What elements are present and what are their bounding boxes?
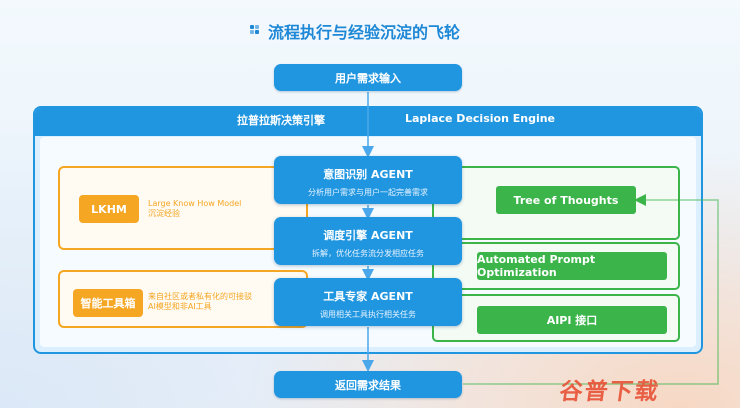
feedback-loop-line bbox=[463, 194, 719, 385]
watermark-logo: 谷普下载 bbox=[557, 379, 662, 405]
tot-button[interactable]: Tree of Thoughts bbox=[496, 186, 636, 214]
toolbox-button[interactable]: 智能工具箱 bbox=[73, 289, 143, 317]
apo-button[interactable]: Automated Prompt Optimization bbox=[477, 252, 667, 280]
engine-name-cn: 拉普拉斯决策引擎 bbox=[237, 114, 325, 127]
intent-agent-box[interactable]: 意图识别 AGENT 分析用户需求与用户一起完善需求 bbox=[274, 156, 462, 204]
dispatch-agent-desc: 拆解，优化任务流分发相应任务 bbox=[312, 249, 424, 258]
engine-name-en: Laplace Decision Engine bbox=[405, 112, 556, 125]
aipi-button[interactable]: AIPI 接口 bbox=[477, 306, 667, 334]
toolbox-text-1: 来自社区或者私有化的可接驳 bbox=[148, 292, 252, 301]
dispatch-agent-title: 调度引擎 AGENT bbox=[323, 229, 413, 242]
tool-agent-title: 工具专家 AGENT bbox=[323, 290, 413, 303]
toolbox-text-2: AI模型和非AI工具 bbox=[148, 302, 212, 311]
lkhm-panel bbox=[58, 166, 308, 250]
squares-icon bbox=[250, 25, 262, 37]
title-text: 流程执行与经验沉淀的飞轮 bbox=[268, 23, 461, 42]
dispatch-agent-box[interactable]: 调度引擎 AGENT 拆解，优化任务流分发相应任务 bbox=[274, 217, 462, 265]
lkhm-button[interactable]: LKHM bbox=[79, 195, 139, 223]
tool-agent-desc: 调用相关工具执行相关任务 bbox=[320, 310, 416, 319]
intent-agent-desc: 分析用户需求与用户一起完善需求 bbox=[308, 188, 428, 197]
input-node[interactable]: 用户需求输入 bbox=[274, 64, 462, 91]
lkhm-text-1: Large Know How Model bbox=[148, 199, 242, 208]
output-node[interactable]: 返回需求结果 bbox=[274, 371, 462, 398]
tool-agent-box[interactable]: 工具专家 AGENT 调用相关工具执行相关任务 bbox=[274, 278, 462, 326]
lkhm-text-2: 沉淀经验 bbox=[148, 209, 180, 218]
intent-agent-title: 意图识别 AGENT bbox=[323, 168, 413, 181]
diagram-title: 流程执行与经验沉淀的飞轮 bbox=[250, 18, 460, 44]
